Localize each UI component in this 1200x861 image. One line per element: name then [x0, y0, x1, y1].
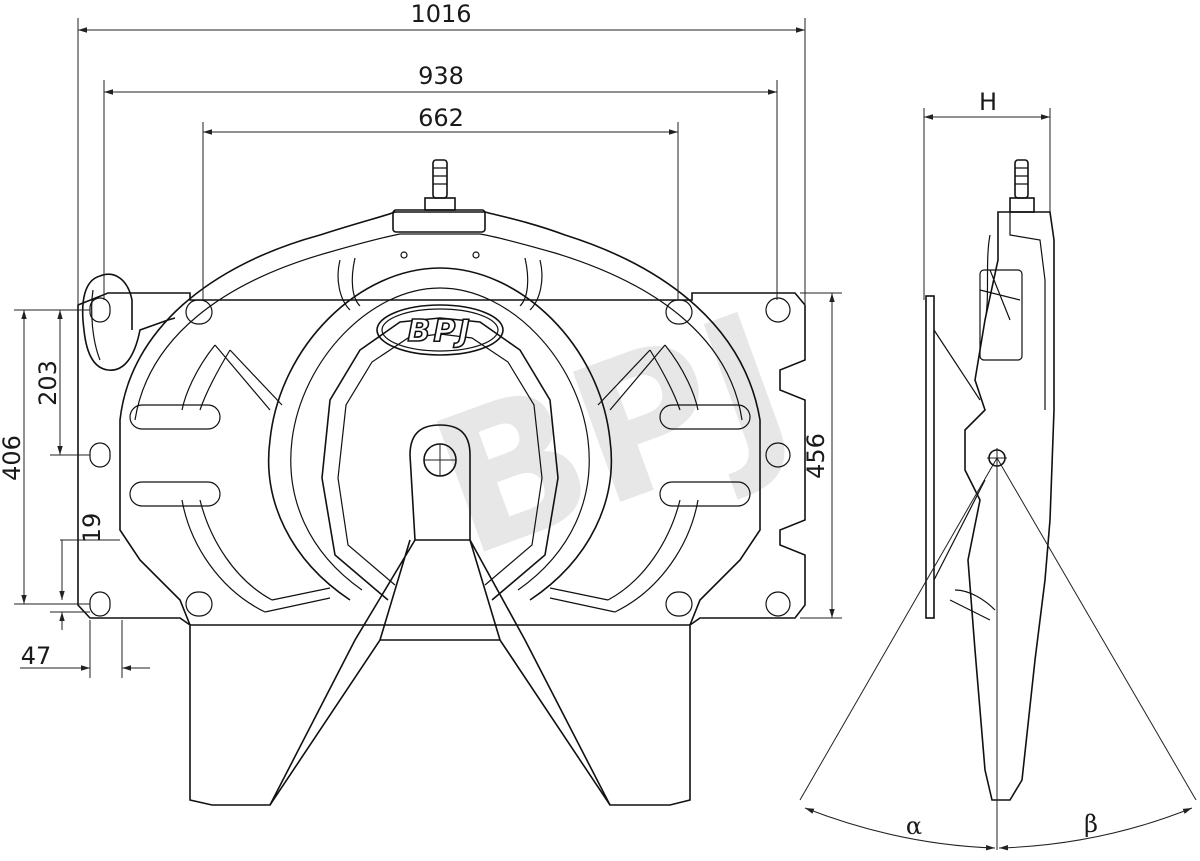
dim-mounting-width: 938	[418, 62, 464, 90]
side-mounting-plate	[925, 295, 935, 619]
side-pin	[1014, 159, 1029, 199]
ribs-right	[519, 257, 751, 613]
dim-mid-height: 203	[34, 360, 62, 406]
alpha-label: α	[906, 812, 922, 840]
pin	[432, 159, 448, 199]
dim-edge-offset: 47	[21, 642, 52, 670]
dim-left-height: 406	[0, 435, 26, 481]
dimensions-front: 1016 938 662 406 203 19 47	[0, 0, 842, 678]
coupling-plate-outline	[119, 211, 761, 806]
side-plate-profile	[964, 211, 1055, 801]
locking-jaw	[409, 424, 471, 541]
dim-overall-width: 1016	[410, 0, 471, 28]
side-pin-base	[1009, 197, 1035, 213]
alpha-arc	[804, 807, 996, 851]
side-view: H α β	[799, 88, 1197, 851]
release-handle	[81, 273, 176, 371]
dim-small-offset: 19	[78, 513, 106, 544]
throat-polygon	[321, 317, 559, 601]
pin-base	[424, 197, 456, 211]
beta-arc	[998, 807, 1193, 851]
logo-badge	[376, 304, 504, 356]
dim-side-height: H	[979, 88, 997, 116]
dim-inner-width: 662	[418, 104, 464, 132]
dim-right-height: 456	[802, 433, 830, 479]
logo-text: BPJ	[407, 314, 472, 349]
ribs-left	[129, 257, 361, 613]
mounting-slots	[89, 297, 791, 617]
throat-ring	[267, 267, 613, 601]
beta-label: β	[1084, 810, 1098, 838]
top-cap	[392, 209, 486, 233]
front-view: BPJ	[77, 159, 806, 806]
throat-ramp	[269, 539, 611, 806]
